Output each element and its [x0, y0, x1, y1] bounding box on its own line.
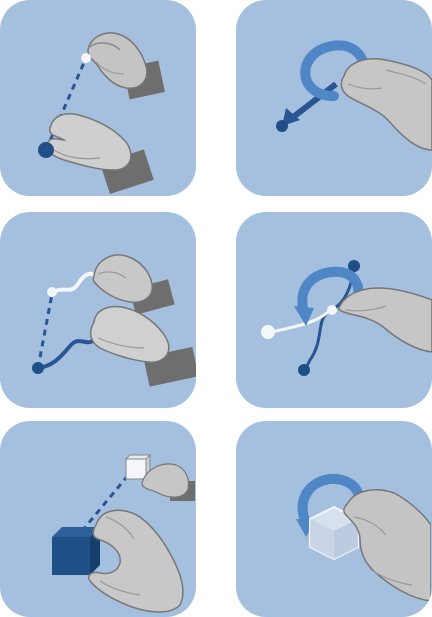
- curved-path-icon: [37, 336, 98, 370]
- pinch-free-path-gesture: [0, 212, 196, 408]
- pull-arrow-icon: [276, 81, 338, 132]
- grab-cube-move-gesture: [0, 421, 196, 617]
- grab-hand-icon: [88, 509, 184, 613]
- pinch-hand-icon: [92, 254, 175, 315]
- pinch-hand-icon: [338, 287, 432, 353]
- pinch-branch-illustration: [261, 260, 432, 376]
- grab-cube-rotate-gesture: [236, 421, 432, 617]
- pinch-drag-gesture: [0, 0, 196, 196]
- dashed-path-icon: [80, 472, 132, 532]
- pinch-path-illustration: [32, 254, 196, 387]
- start-point-icon: [38, 142, 54, 158]
- pinch-rotate-pull-gesture: [236, 0, 432, 196]
- rotation-arrow-icon: [294, 266, 364, 326]
- curved-path-icon: [50, 271, 98, 296]
- pinch-hand-icon: [46, 113, 154, 195]
- pinch-hand-icon: [87, 32, 165, 100]
- cube-icon: [309, 505, 359, 561]
- end-point-icon: [32, 362, 44, 374]
- end-point-icon: [81, 53, 91, 63]
- start-point-icon: [47, 287, 57, 297]
- pinch-hand-icon: [89, 305, 196, 387]
- dashed-path-icon: [36, 293, 54, 369]
- pinch-rotate-illustration: [276, 40, 432, 151]
- pinch-hand-icon: [340, 58, 432, 151]
- grab-move-illustration: [52, 453, 195, 613]
- grab-hand-icon: [141, 463, 195, 501]
- grab-hand-icon: [343, 489, 431, 602]
- grab-rotate-illustration: [296, 473, 431, 602]
- pinch-drag-illustration: [38, 32, 165, 195]
- pinch-rotate-branch-gesture: [236, 212, 432, 408]
- pinch-point-icon: [327, 305, 337, 315]
